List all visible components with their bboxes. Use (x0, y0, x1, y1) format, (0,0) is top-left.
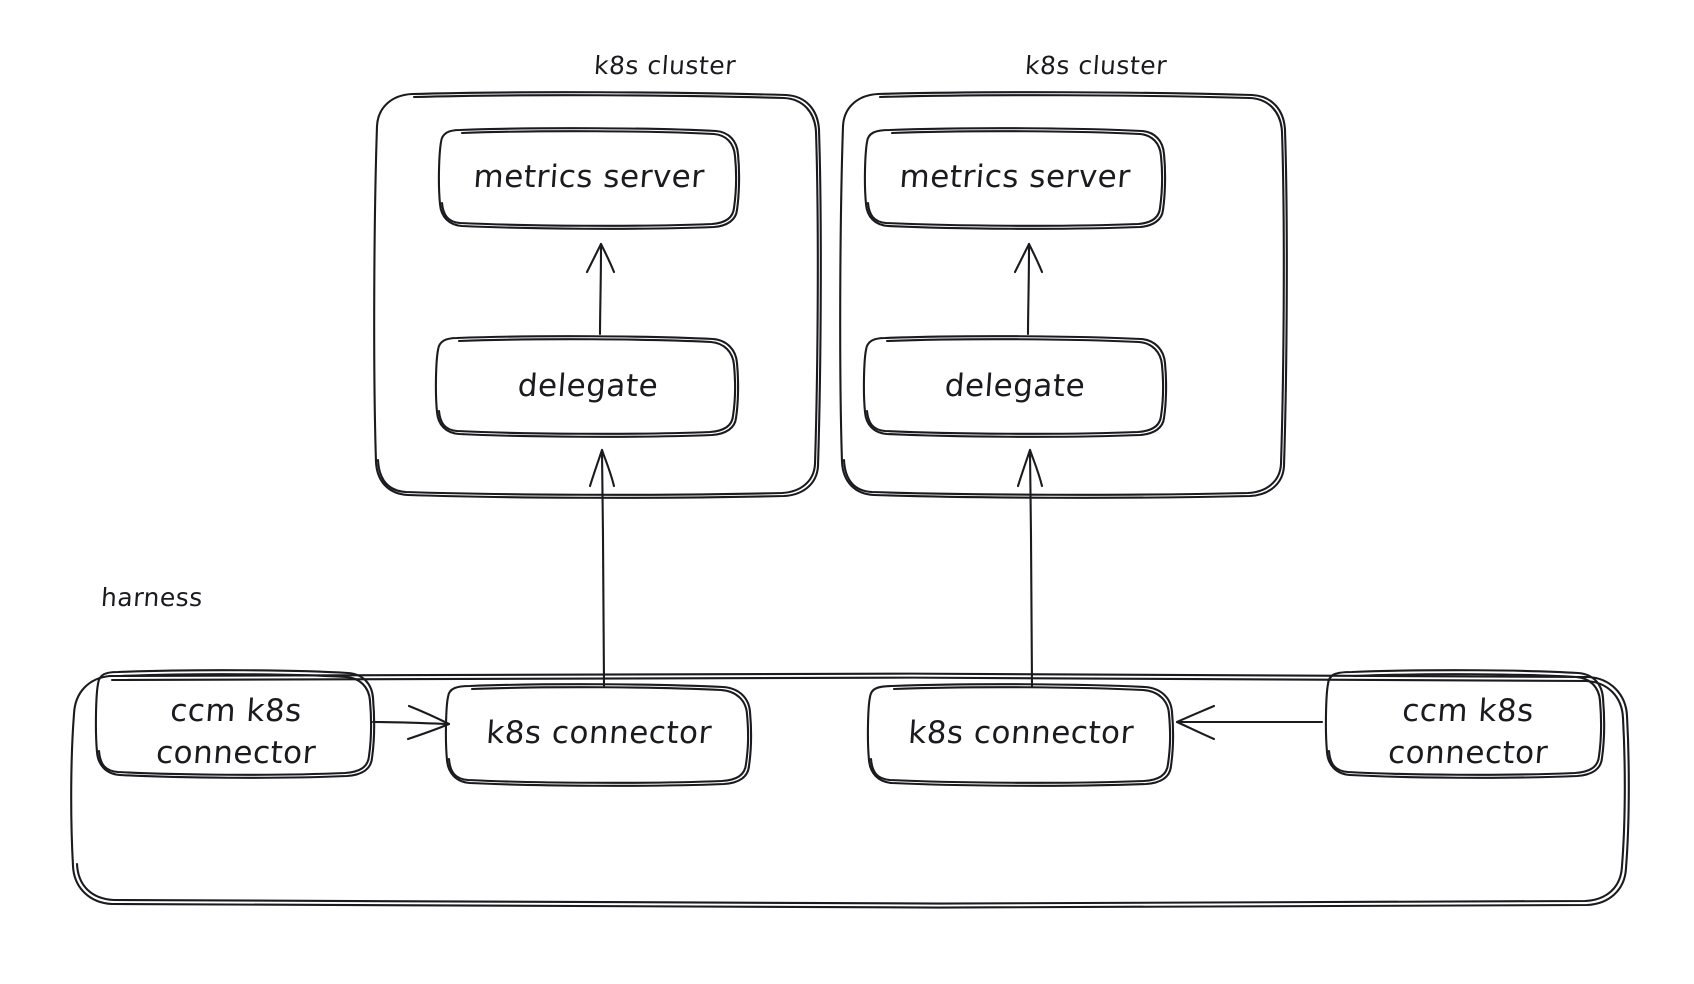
k8s-connector-left-box (444, 683, 753, 787)
edge-delegate-to-metrics-right (1013, 242, 1044, 336)
metrics-server-right-box (863, 127, 1167, 230)
cluster-left-outline (373, 91, 822, 499)
delegate-left-box (434, 335, 740, 438)
edge-delegate-to-metrics-left (585, 242, 616, 336)
metrics-server-left-box (437, 127, 741, 230)
metrics-server-right-label: metrics server (898, 159, 1132, 196)
ccm-connector-right-label-line2: connector (1386, 735, 1550, 772)
edge-connector-to-delegate-right (1016, 448, 1044, 688)
metrics-server-left-label: metrics server (472, 159, 706, 196)
harness-outline (70, 672, 1630, 909)
k8s-connector-right-box (866, 683, 1175, 787)
ccm-connector-right-label-line1: ccm k8s (1401, 693, 1536, 730)
delegate-left-label: delegate (516, 368, 660, 405)
ccm-connector-right-box (1324, 669, 1606, 779)
k8s-connector-left-label: k8s connector (485, 715, 714, 752)
delegate-right-label: delegate (943, 368, 1087, 405)
ccm-connector-left-box (94, 669, 376, 779)
ccm-connector-left-label-line2: connector (154, 735, 318, 772)
cluster-left-label: k8s cluster (593, 51, 737, 80)
edge-ccm-to-connector-right (1175, 704, 1324, 741)
harness-label: harness (100, 583, 204, 612)
ccm-connector-left-label-line1: ccm k8s (169, 693, 304, 730)
cluster-right-label: k8s cluster (1024, 51, 1168, 80)
k8s-connector-right-label: k8s connector (907, 715, 1136, 752)
delegate-right-box (862, 335, 1168, 438)
edge-ccm-to-connector-left (371, 704, 451, 741)
edge-connector-to-delegate-left (588, 448, 616, 688)
cluster-right-outline (839, 91, 1288, 499)
